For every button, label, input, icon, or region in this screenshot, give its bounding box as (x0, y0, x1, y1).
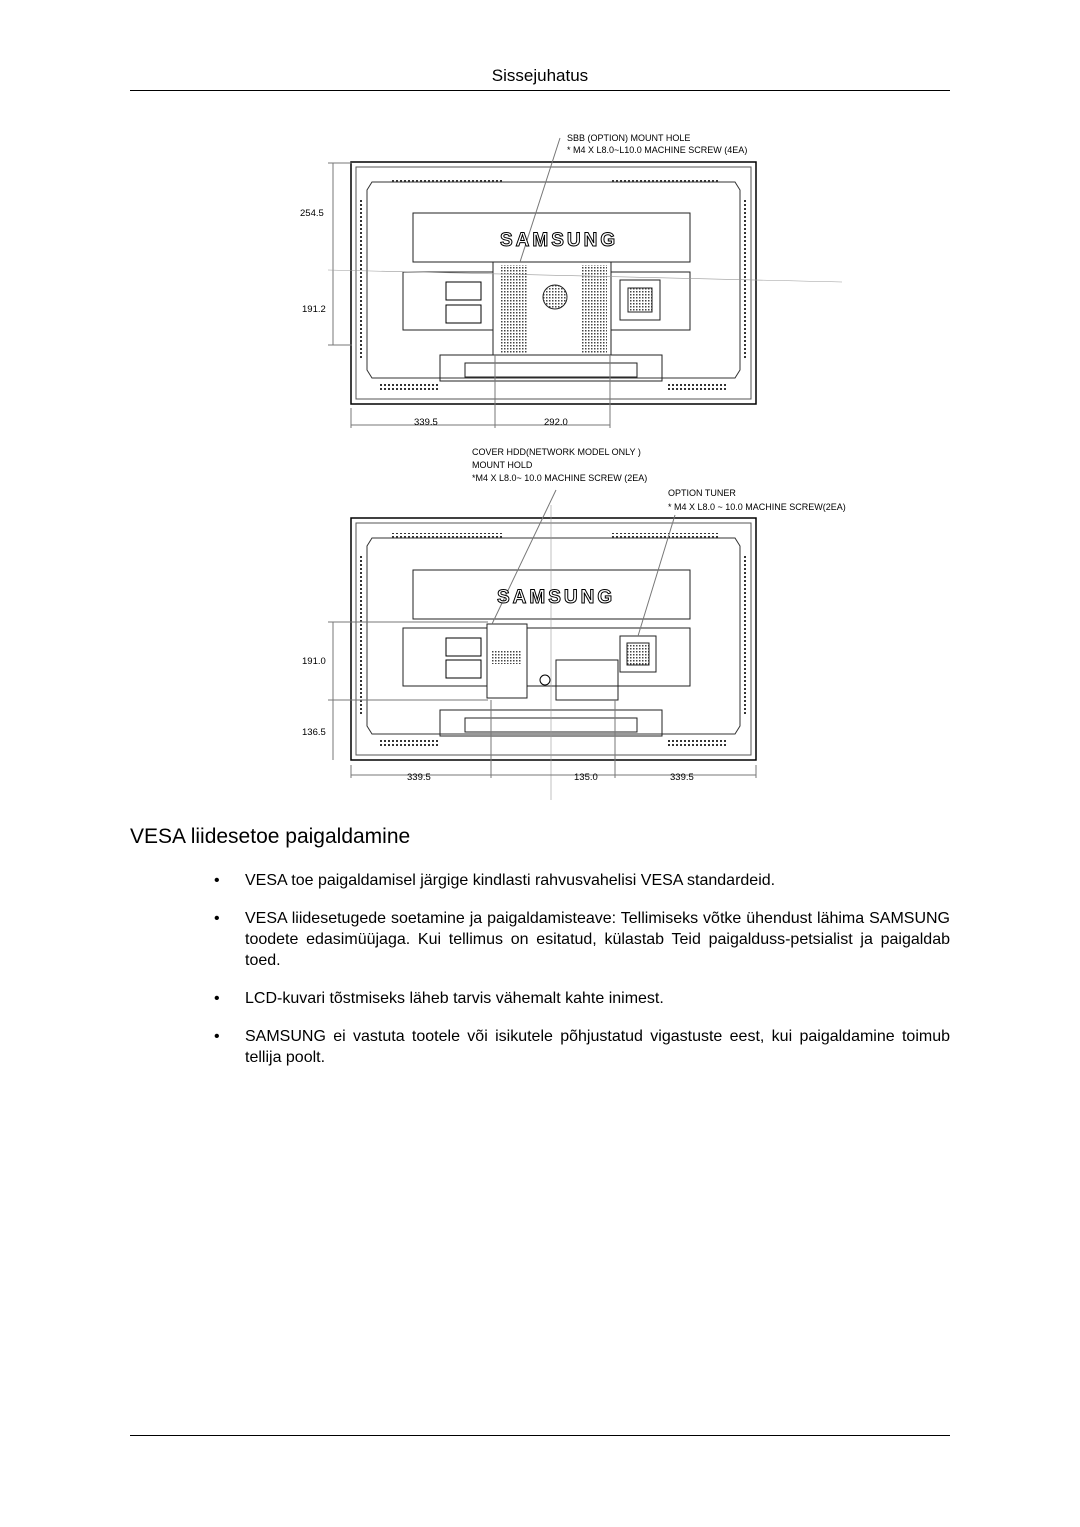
samsung-logo-1: SAMSUNG (500, 230, 618, 251)
bullet-icon: • (214, 990, 220, 1007)
sbb-callout-line2: * M4 X L8.0~L10.0 MACHINE SCREW (4EA) (567, 145, 747, 155)
hdd-callout-line3: *M4 X L8.0~ 10.0 MACHINE SCREW (2EA) (472, 473, 647, 483)
page-header-title: Sissejuhatus (491, 66, 589, 85)
list-item-text: SAMSUNG ei vastuta tootele või isikutele… (245, 1028, 950, 1066)
list-item-text: VESA toe paigaldamisel järgige kindlasti… (245, 872, 776, 889)
header-rule (130, 90, 950, 91)
hdd-callout-line2: MOUNT HOLD (472, 460, 533, 470)
rear-panel-diagram-hdd-tuner (328, 489, 757, 800)
list-item-text: LCD-kuvari tõstmiseks läheb tarvis vähem… (245, 990, 664, 1007)
instruction-list: • VESA toe paigaldamisel järgige kindlas… (214, 870, 950, 1085)
list-item: • LCD-kuvari tõstmiseks läheb tarvis väh… (214, 988, 950, 1009)
rear-panel-diagrams: SAMSUNG SBB (OPTION) MOUNT HOLE * M4 X L… (300, 133, 846, 800)
dim-339-5-c: 339.5 (670, 772, 694, 783)
bullet-icon: • (214, 872, 220, 889)
dim-135-0: 135.0 (574, 772, 598, 783)
list-item: • VESA liidesetugede soetamine ja paigal… (214, 908, 950, 971)
dim-136-5: 136.5 (302, 727, 326, 738)
samsung-logo-2: SAMSUNG (497, 587, 615, 608)
dim-292-0: 292.0 (544, 417, 568, 428)
footer-rule (130, 1435, 950, 1436)
list-item: • SAMSUNG ei vastuta tootele või isikute… (214, 1026, 950, 1068)
bullet-icon: • (214, 910, 220, 927)
hdd-callout-line1: COVER HDD(NETWORK MODEL ONLY ) (472, 447, 641, 457)
tuner-callout-line1: OPTION TUNER (668, 488, 736, 498)
dim-254-5: 254.5 (300, 208, 324, 219)
list-item-text: VESA liidesetugede soetamine ja paigalda… (245, 910, 950, 969)
dim-191-0: 191.0 (302, 656, 326, 667)
list-item: • VESA toe paigaldamisel järgige kindlas… (214, 870, 950, 891)
sbb-callout-line1: SBB (OPTION) MOUNT HOLE (567, 133, 690, 143)
rear-panel-diagram-sbb (327, 137, 843, 428)
dim-191-2: 191.2 (302, 304, 326, 315)
bullet-icon: • (214, 1028, 220, 1045)
tuner-callout-line2: * M4 X L8.0 ~ 10.0 MACHINE SCREW(2EA) (668, 502, 846, 512)
dim-339-5-b: 339.5 (407, 772, 431, 783)
section-heading: VESA liidesetoe paigaldamine (130, 825, 411, 848)
dim-339-5-a: 339.5 (414, 417, 438, 428)
